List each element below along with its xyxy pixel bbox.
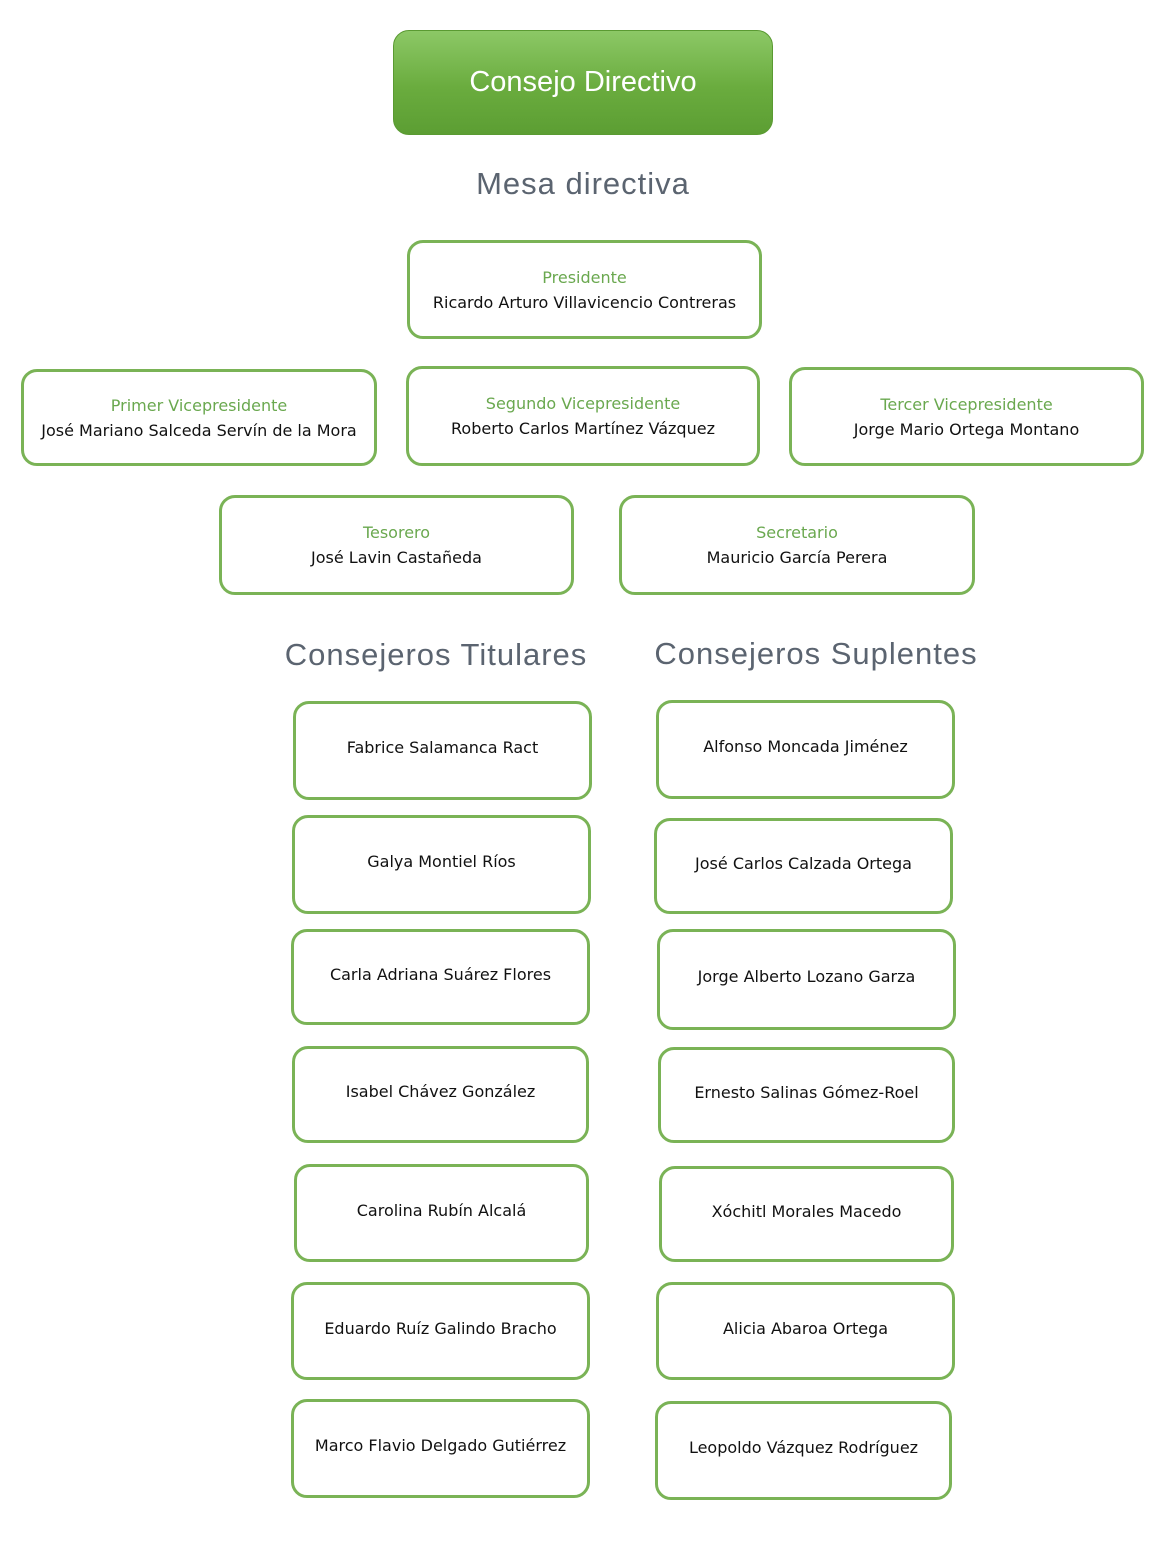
role-tercer-vicepresidente: Tercer Vicepresidente bbox=[880, 394, 1053, 414]
name-segundo-vicepresidente: Roberto Carlos Martínez Vázquez bbox=[451, 419, 715, 438]
role-primer-vicepresidente: Primer Vicepresidente bbox=[110, 395, 288, 415]
suplente-name: Ernesto Salinas Gómez-Roel bbox=[694, 1082, 919, 1102]
suplente-card: Leopoldo Vázquez Rodríguez bbox=[655, 1401, 952, 1500]
name-tesorero: José Lavin Castañeda bbox=[311, 548, 482, 567]
titular-card: Carolina Rubín Alcalá bbox=[294, 1164, 589, 1262]
card-segundo-vicepresidente: Segundo Vicepresidente Roberto Carlos Ma… bbox=[406, 366, 760, 466]
card-tercer-vicepresidente: Tercer Vicepresidente Jorge Mario Ortega… bbox=[789, 367, 1144, 466]
titular-card: Carla Adriana Suárez Flores bbox=[291, 929, 590, 1025]
suplente-card: José Carlos Calzada Ortega bbox=[654, 818, 953, 914]
consejeros-suplentes-title: Consejeros Suplentes bbox=[654, 636, 978, 671]
titular-name: Eduardo Ruíz Galindo Bracho bbox=[324, 1318, 557, 1338]
suplente-card: Jorge Alberto Lozano Garza bbox=[657, 929, 956, 1030]
card-primer-vicepresidente: Primer Vicepresidente José Mariano Salce… bbox=[21, 369, 377, 466]
titular-card: Isabel Chávez González bbox=[292, 1046, 589, 1143]
name-primer-vicepresidente: José Mariano Salceda Servín de la Mora bbox=[41, 420, 357, 440]
titular-name: Galya Montiel Ríos bbox=[367, 852, 516, 871]
role-tesorero: Tesorero bbox=[362, 523, 431, 542]
suplente-name: Leopoldo Vázquez Rodríguez bbox=[688, 1438, 919, 1457]
suplente-name: Alicia Abaroa Ortega bbox=[722, 1318, 889, 1338]
header-title: Consejo Directivo bbox=[469, 66, 697, 98]
role-presidente: Presidente bbox=[542, 267, 627, 287]
titular-card: Marco Flavio Delgado Gutiérrez bbox=[291, 1399, 590, 1498]
name-secretario: Mauricio García Perera bbox=[706, 548, 888, 567]
suplente-card: Xóchitl Morales Macedo bbox=[659, 1166, 954, 1262]
role-segundo-vicepresidente: Segundo Vicepresidente bbox=[485, 394, 681, 413]
suplente-name: Xóchitl Morales Macedo bbox=[711, 1201, 902, 1221]
consejo-directivo-header: Consejo Directivo bbox=[393, 30, 773, 135]
card-secretario: Secretario Mauricio García Perera bbox=[619, 495, 975, 595]
titular-card: Galya Montiel Ríos bbox=[292, 815, 591, 914]
consejeros-titulares-title: Consejeros Titulares bbox=[284, 637, 588, 672]
card-tesorero: Tesorero José Lavin Castañeda bbox=[219, 495, 574, 595]
titular-name: Carla Adriana Suárez Flores bbox=[329, 964, 552, 984]
suplente-name: Alfonso Moncada Jiménez bbox=[703, 737, 908, 756]
titular-card: Eduardo Ruíz Galindo Bracho bbox=[291, 1282, 590, 1380]
suplente-card: Ernesto Salinas Gómez-Roel bbox=[658, 1047, 955, 1143]
titular-name: Fabrice Salamanca Ract bbox=[346, 738, 539, 757]
name-presidente: Ricardo Arturo Villavicencio Contreras bbox=[432, 292, 737, 312]
card-presidente: Presidente Ricardo Arturo Villavicencio … bbox=[407, 240, 762, 339]
role-secretario: Secretario bbox=[756, 523, 838, 542]
suplente-card: Alicia Abaroa Ortega bbox=[656, 1282, 955, 1380]
suplente-card: Alfonso Moncada Jiménez bbox=[656, 700, 955, 799]
titular-card: Fabrice Salamanca Ract bbox=[293, 701, 592, 800]
titular-name: Isabel Chávez González bbox=[345, 1082, 536, 1101]
name-tercer-vicepresidente: Jorge Mario Ortega Montano bbox=[853, 419, 1080, 439]
titular-name: Marco Flavio Delgado Gutiérrez bbox=[314, 1436, 567, 1455]
suplente-name: Jorge Alberto Lozano Garza bbox=[697, 967, 916, 986]
suplente-name: José Carlos Calzada Ortega bbox=[695, 853, 912, 873]
mesa-directiva-title: Mesa directiva bbox=[476, 166, 690, 201]
titular-name: Carolina Rubín Alcalá bbox=[356, 1200, 527, 1220]
